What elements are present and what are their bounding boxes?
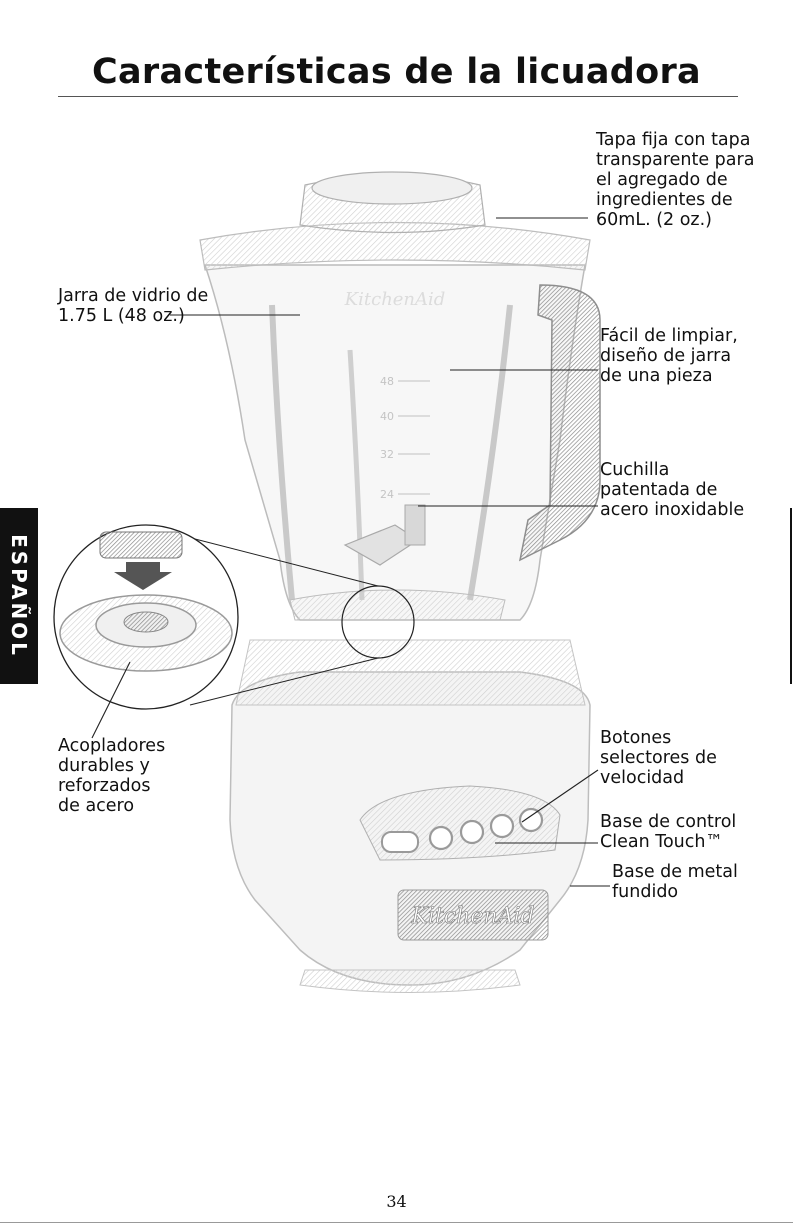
label-buttons: Botones selectores de velocidad [600,728,717,788]
speed-button-4 [518,807,544,833]
jar-rib-center [347,349,365,601]
label-blade: Cuchilla patentada de acero inoxidable [600,460,745,520]
jar-mark-48: 48 [380,375,394,388]
jar-mark-40: 40 [380,410,394,423]
leader-couplers [91,661,131,739]
inset-jar-coupler [99,531,183,559]
base-logo: KitchenAid [411,904,535,929]
jar-logo: KitchenAid [344,289,446,310]
base-logo-badge [397,889,549,941]
blender-jar: KitchenAid 48 40 32 24 [199,171,601,621]
coupler-inset [53,524,379,710]
base-foot [299,969,521,993]
label-couplers: Acopladores durables y reforzados de ace… [58,736,166,816]
page-number: 34 [386,1192,407,1211]
label-lid: Tapa fija con tapa transparente para el … [596,130,755,230]
pulse-button [381,831,419,853]
jar-handle [518,284,601,562]
edge-mark [790,508,792,684]
speed-button-2 [459,819,485,845]
jar-body [203,264,586,621]
speed-button-3 [489,813,515,839]
leader-buttons [521,769,599,823]
jar-mark-24: 24 [380,488,394,501]
jar-mark-32: 32 [380,448,394,461]
inset-arrow-icon [114,562,172,590]
inset-coupler-center [123,611,169,633]
language-tab: ESPAÑOL [0,508,38,684]
page-title: Características de la licuadora [92,52,701,92]
blender-base: KitchenAid [229,639,591,993]
label-clean: Fácil de limpiar, diseño de jarra de una… [600,326,738,386]
title-rule [58,96,738,97]
jar-rib-left [269,304,295,601]
base-collar [235,639,586,706]
bottom-rule [0,1222,793,1223]
leader-lines [91,217,610,887]
label-jar: Jarra de vidrio de 1.75 L (48 oz.) [58,286,209,326]
jar-rib-right [467,304,513,601]
jar-bottom [289,589,506,621]
label-control: Base de control Clean Touch™ [600,812,737,852]
blade-shaft [404,504,426,546]
label-metal: Base de metal fundido [612,862,738,902]
speed-button-1 [428,825,454,851]
lid-cap-top [311,171,473,205]
